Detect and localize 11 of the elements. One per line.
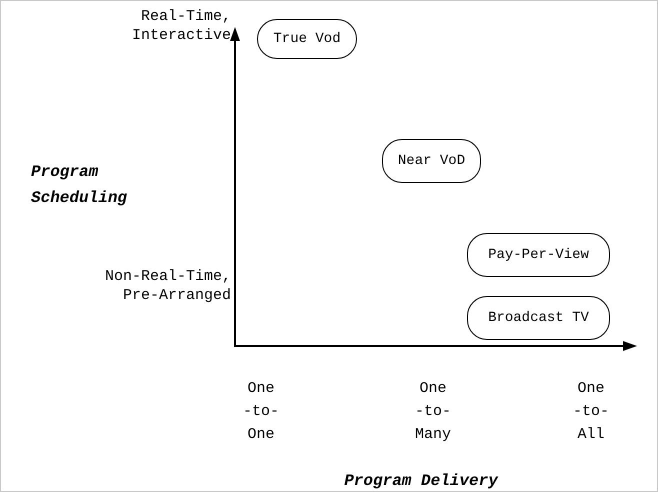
axis-tick-label: One -to- All: [572, 379, 610, 445]
axis-tick-label: Non-Real-Time, Pre-Arranged: [104, 267, 231, 305]
axis-tick-label: Real-Time, Interactive: [130, 7, 231, 45]
axis-title: Program Delivery: [343, 471, 500, 491]
axis-title: Program Scheduling: [30, 162, 128, 209]
axis-tick-label: One -to- One: [242, 379, 280, 445]
rounded-box: Near VoD: [382, 139, 481, 183]
axis-tick-label: One -to- Many: [414, 379, 452, 445]
rounded-box: Pay-Per-View: [467, 233, 610, 277]
rounded-box: True Vod: [257, 19, 357, 59]
rounded-box: Broadcast TV: [467, 296, 610, 340]
